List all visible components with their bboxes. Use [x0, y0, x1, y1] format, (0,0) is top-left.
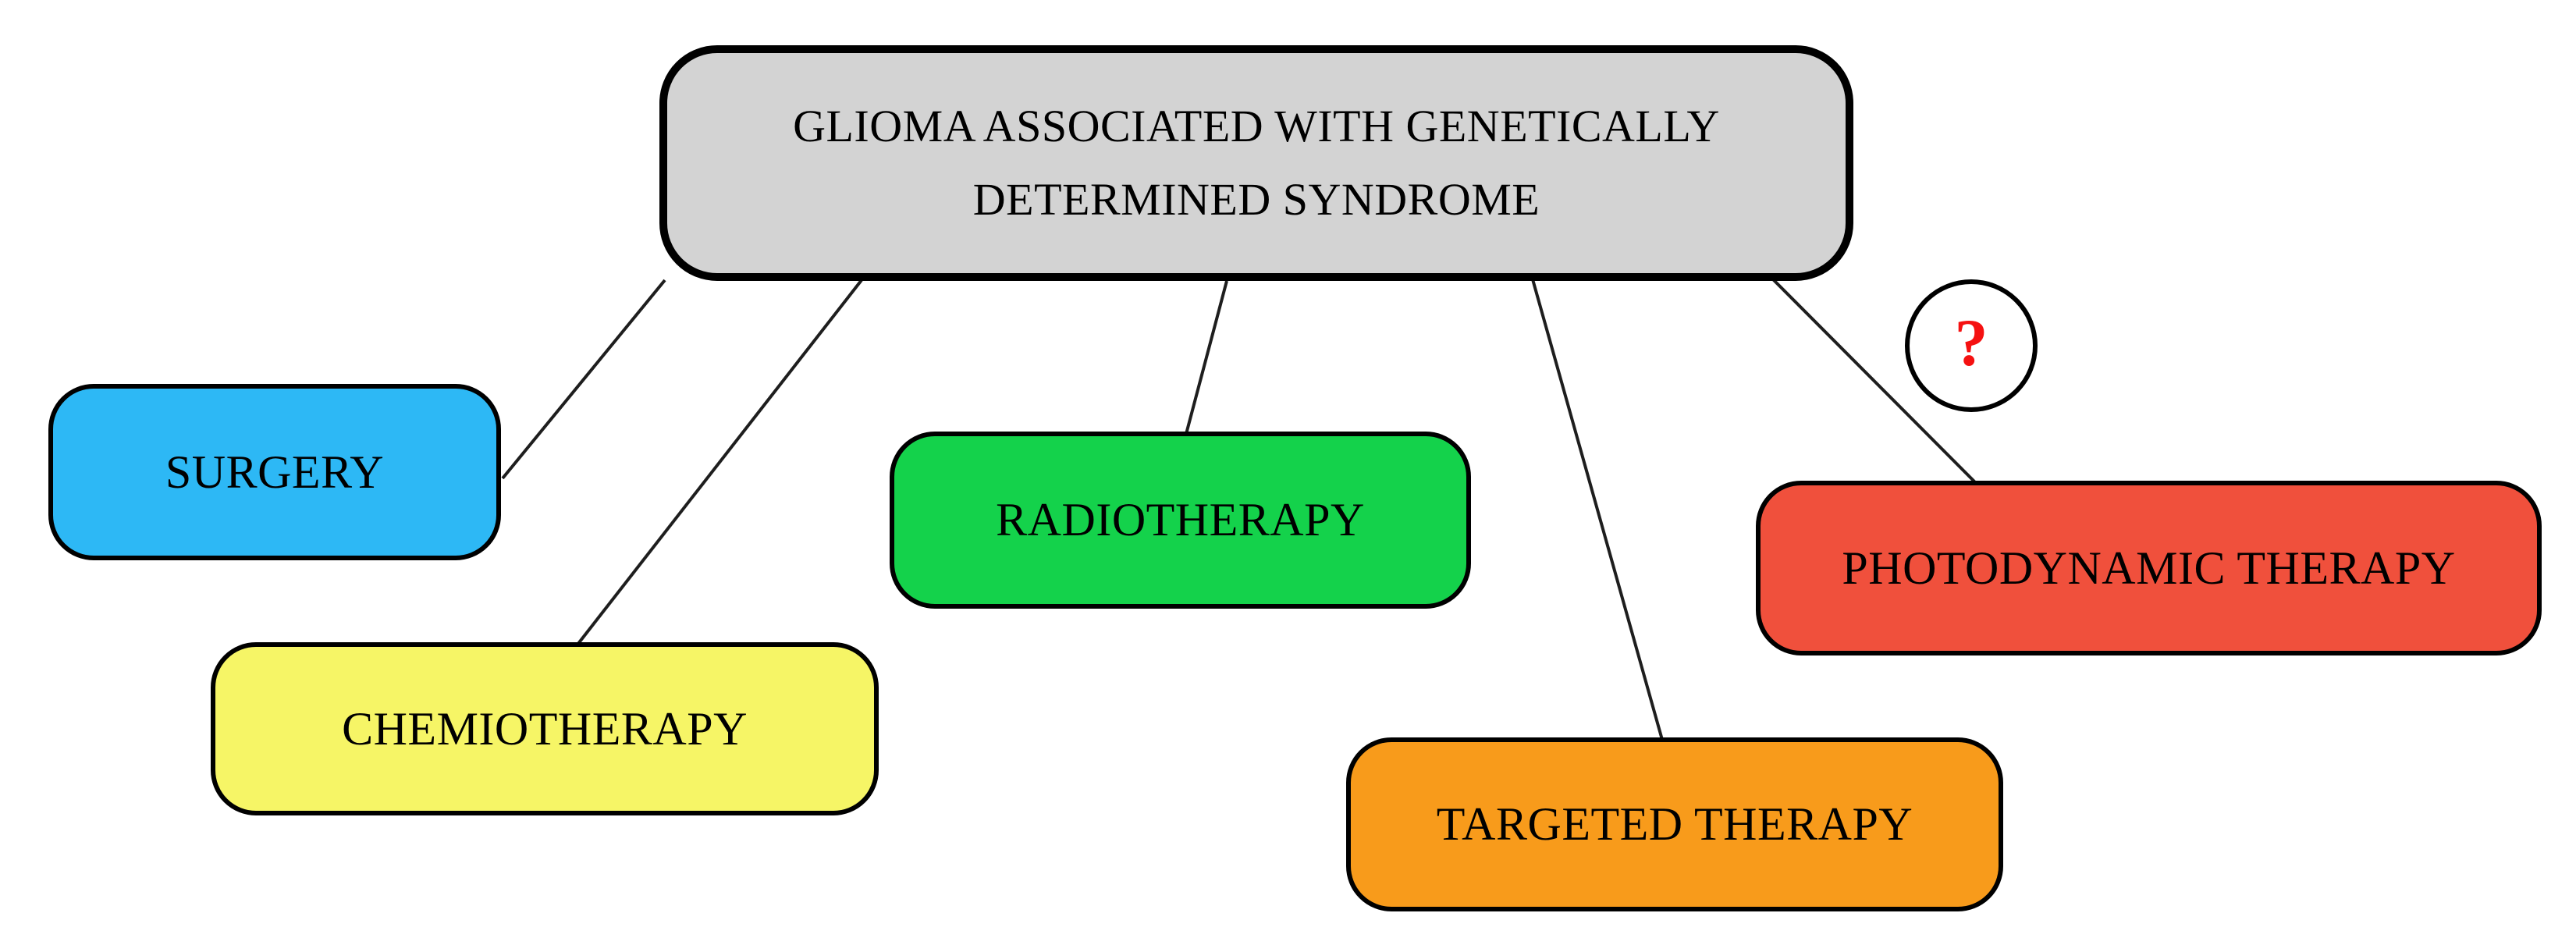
question-mark-icon: ?: [1954, 305, 1988, 380]
edge-root-to-radiotherapy: [1185, 280, 1228, 435]
node-targeted-therapy-label: TARGETED THERAPY: [1436, 798, 1913, 850]
node-surgery-label: SURGERY: [165, 446, 385, 498]
edge-root-to-photodynamic-therapy: [1771, 278, 1977, 485]
node-targeted-therapy: TARGETED THERAPY: [1346, 737, 2003, 911]
node-chemiotherapy: CHEMIOTHERAPY: [211, 642, 879, 815]
node-surgery: SURGERY: [48, 384, 501, 560]
edge-root-to-targeted-therapy: [1531, 279, 1664, 741]
uncertainty-badge: ?: [1905, 279, 2038, 412]
node-glioma-label-line2: DETERMINED SYNDROME: [972, 174, 1540, 225]
node-photodynamic-therapy: PHOTODYNAMIC THERAPY: [1756, 481, 2542, 655]
node-chemiotherapy-label: CHEMIOTHERAPY: [342, 702, 748, 755]
node-glioma-label-line1: GLIOMA ASSOCIATED WITH GENETICALLY: [793, 101, 1720, 152]
node-photodynamic-therapy-label: PHOTODYNAMIC THERAPY: [1842, 542, 2456, 594]
node-glioma-genetic-syndrome: GLIOMA ASSOCIATED WITH GENETICALLY DETER…: [659, 45, 1853, 281]
edge-root-to-surgery: [501, 279, 666, 480]
node-radiotherapy-label: RADIOTHERAPY: [996, 494, 1365, 545]
node-radiotherapy: RADIOTHERAPY: [890, 432, 1471, 609]
edge-root-to-chemiotherapy: [576, 279, 863, 646]
